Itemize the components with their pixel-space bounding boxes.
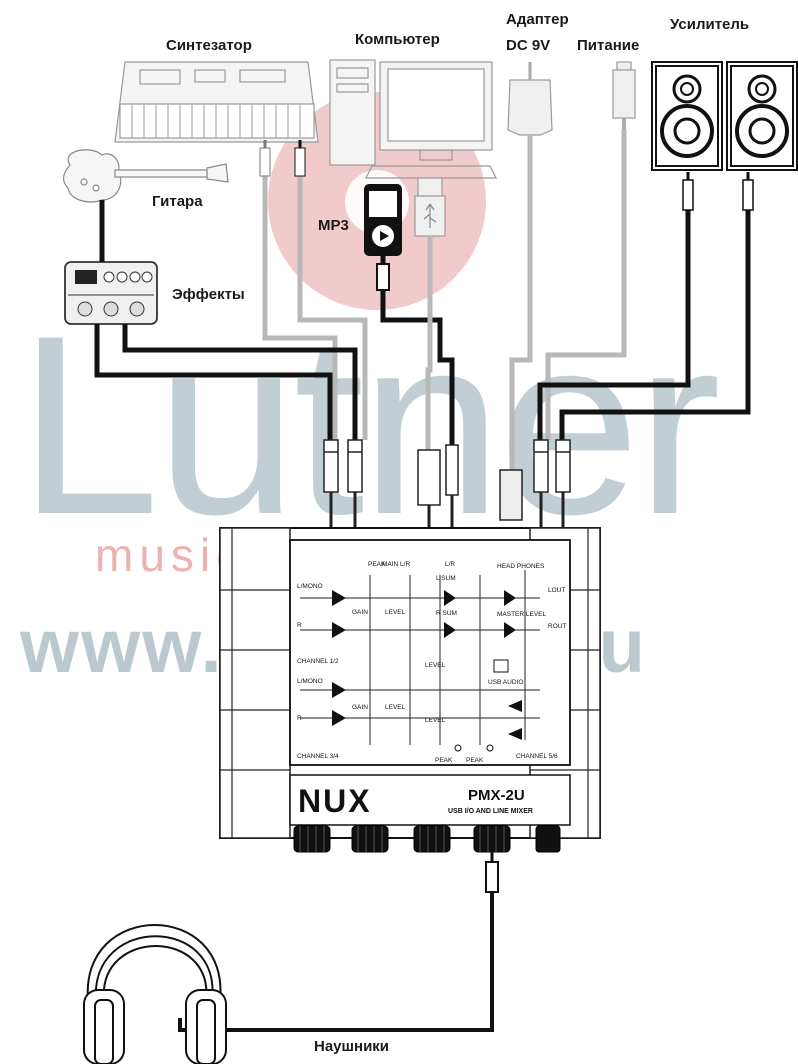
- panel-l-sum-label: L SUM: [436, 575, 456, 582]
- panel-ch56-level-a-label: LEVEL: [425, 662, 446, 669]
- headphone-cable: [178, 892, 494, 1032]
- guitar-icon: [62, 149, 229, 203]
- panel-usb-audio-label: USB AUDIO: [488, 679, 523, 686]
- label-headphones: Наушники: [314, 1038, 390, 1055]
- panel-channel-34-label: CHANNEL 3/4: [297, 753, 339, 760]
- amp-cables: [537, 210, 751, 440]
- label-power: Питание: [577, 37, 640, 54]
- label-computer: Компьютер: [355, 31, 440, 48]
- watermark-brand: Lutner: [18, 283, 721, 568]
- adapter-icon: [507, 62, 553, 136]
- device-brand-logo: NUX: [298, 783, 372, 819]
- panel-main-lr-label: MAIN L/R: [382, 561, 410, 568]
- speaker-right-icon: [726, 61, 798, 171]
- panel-ch34-level-label: LEVEL: [385, 704, 406, 711]
- synth-cables: [262, 175, 368, 440]
- label-amplifier: Усилитель: [670, 16, 750, 33]
- device-model: PMX-2U: [468, 787, 525, 804]
- mixer-device: PEAK MAIN L/R L/R L SUM R SUM HEAD PHONE…: [219, 527, 601, 853]
- synth-jacks-top: [259, 140, 306, 177]
- speaker-left-icon: [651, 61, 723, 171]
- label-guitar: Гитара: [152, 193, 203, 210]
- mp3-player-icon: [364, 184, 402, 256]
- usb-plug-icon: [414, 177, 446, 237]
- computer-icon: [329, 59, 497, 179]
- effects-cables: [94, 324, 358, 440]
- panel-ch12-level-label: LEVEL: [385, 609, 406, 616]
- device-subtitle: USB I/O AND LINE MIXER: [448, 808, 533, 815]
- adapter-cable: [509, 135, 533, 470]
- panel-rout-label: ROUT: [548, 623, 566, 630]
- usb-cable: [425, 236, 433, 450]
- panel-peak-b-label: PEAK: [466, 757, 484, 764]
- label-synthesizer: Синтезатор: [166, 37, 252, 54]
- panel-ch34-r-label: R: [297, 715, 302, 722]
- panel-headphones-label: HEAD PHONES: [497, 563, 545, 570]
- label-adapter-dc: DC 9V: [506, 37, 551, 54]
- mp3-cable: [380, 256, 455, 445]
- panel-peak-a-label: PEAK: [435, 757, 453, 764]
- panel-r-sum-label: R SUM: [436, 610, 457, 617]
- panel-channel-12-label: CHANNEL 1/2: [297, 658, 339, 665]
- amp-jacks-top: [682, 172, 754, 211]
- label-mp3: MP3: [318, 217, 349, 234]
- effects-pedal-icon: [64, 261, 158, 325]
- panel-ch34-gain-label: GAIN: [352, 704, 368, 711]
- panel-peak-label: PEAK: [368, 561, 386, 568]
- panel-lout-label: LOUT: [548, 587, 565, 594]
- panel-channel-56-label: CHANNEL 5/6: [516, 753, 558, 760]
- headphones-icon: [83, 924, 227, 1064]
- synthesizer-icon: [114, 61, 319, 143]
- panel-lr-label: L/R: [445, 561, 455, 568]
- power-cable: [545, 130, 627, 440]
- panel-ch12-gain-label: GAIN: [352, 609, 368, 616]
- panel-ch12-lmono-label: L/MONO: [297, 583, 323, 590]
- label-effects: Эффекты: [172, 286, 245, 303]
- label-adapter: Адаптер: [506, 11, 569, 28]
- power-plug-icon: [612, 61, 636, 130]
- input-jacks: [323, 439, 571, 532]
- panel-ch56-level-b-label: LEVEL: [425, 717, 446, 724]
- headphone-jack: [485, 842, 499, 893]
- panel-ch12-r-label: R: [297, 622, 302, 629]
- panel-ch34-lmono-label: L/MONO: [297, 678, 323, 685]
- panel-master-level-label: MASTER LEVEL: [497, 611, 547, 618]
